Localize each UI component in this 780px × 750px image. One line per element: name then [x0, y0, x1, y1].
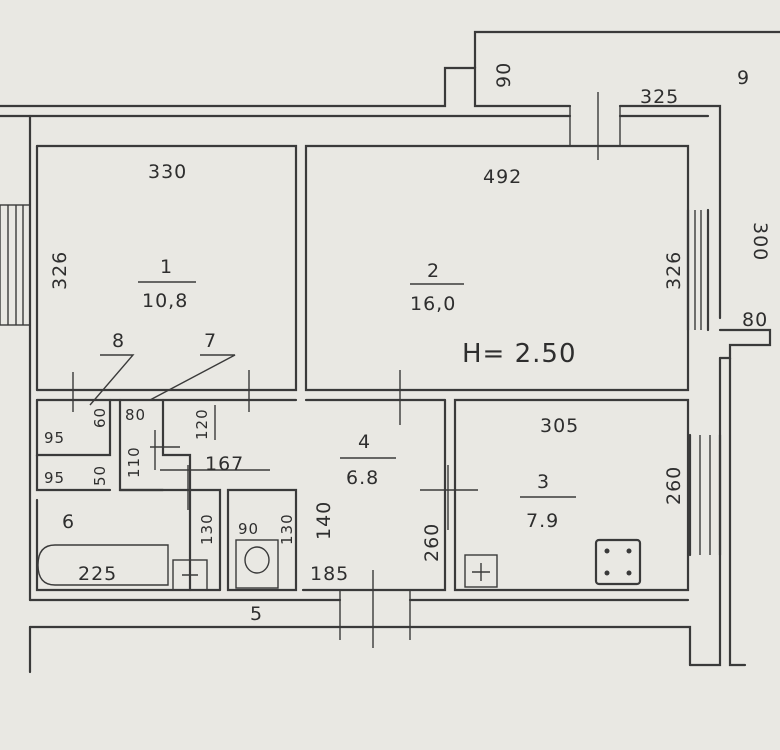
dim-closet7-w: 80: [125, 406, 146, 424]
dim-room1-width: 330: [148, 161, 187, 183]
dim-room4-b: 140: [313, 501, 335, 540]
dim-room2-width: 492: [483, 166, 522, 188]
room-4-number: 4: [358, 431, 371, 453]
room-1-number: 1: [160, 256, 173, 278]
dim-balcony-b: 9: [737, 67, 750, 89]
dim-balcony-a: 90: [493, 62, 515, 88]
dim-room3-height: 260: [663, 466, 685, 505]
kitchen-sink-icon: [464, 554, 498, 588]
dim-closet7-h: 110: [125, 446, 143, 478]
room-2-area: 16,0: [410, 293, 456, 315]
dim-room1-height: 326: [49, 251, 71, 290]
ceiling-height: H= 2.50: [462, 339, 577, 369]
window-left: [0, 204, 31, 326]
dim-balcony-d: 300: [749, 222, 771, 261]
room-1-area: 10,8: [142, 290, 188, 312]
dim-bath-tub: 225: [78, 563, 117, 585]
dim-wc-h: 130: [278, 513, 296, 545]
bathtub-icon: [37, 544, 169, 586]
dimension-labels: 330 326 492 326 305 260 167 140 185 260 …: [44, 62, 771, 585]
room-4-area: 6.8: [346, 467, 379, 489]
room-3-area: 7.9: [526, 510, 559, 532]
room-7-number: 7: [204, 330, 217, 352]
dim-c120: 120: [193, 408, 211, 440]
room-6-number: 6: [62, 511, 75, 533]
sink-icon: [172, 559, 208, 591]
dim-bath-h: 130: [198, 513, 216, 545]
dim-closet6-w: 95: [44, 469, 65, 487]
dim-balcony-c: 325: [640, 86, 679, 108]
dim-room4-d: 260: [421, 523, 443, 562]
dim-room4-a: 167: [205, 453, 244, 475]
room-2-number: 2: [427, 260, 440, 282]
room-8-number: 8: [112, 330, 125, 352]
dim-room4-c: 185: [310, 563, 349, 585]
dim-wc-w: 90: [238, 520, 259, 538]
dim-closet6-h: 50: [91, 465, 109, 486]
dim-room3-width: 305: [540, 415, 579, 437]
dim-closet8-h: 60: [91, 407, 109, 428]
room-3-number: 3: [537, 471, 550, 493]
dim-right-ext: 80: [742, 309, 768, 331]
room-labels: 1 10,8 2 16,0 3 7.9 4 6.8 5 6 7 8 H= 2.5…: [62, 256, 577, 625]
walls: [0, 30, 780, 674]
room-5-number: 5: [250, 603, 263, 625]
stove-icon: [594, 538, 642, 586]
dim-closet8-w: 95: [44, 429, 65, 447]
toilet-icon: [235, 539, 279, 589]
fixtures: [37, 281, 642, 591]
dim-room2-height: 326: [663, 251, 685, 290]
